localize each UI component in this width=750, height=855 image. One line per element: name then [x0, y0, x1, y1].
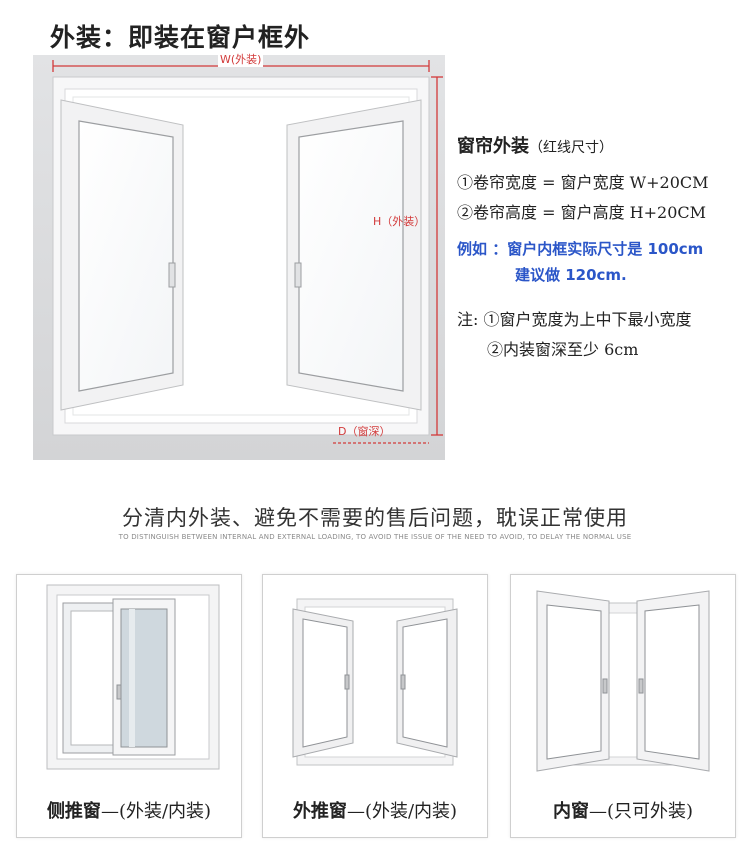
note-line-1: 注: ①窗户宽度为上中下最小宽度	[457, 310, 692, 329]
card-caption-outward: 外推窗—(外装/内装)	[263, 797, 487, 823]
caption-bold: 侧推窗	[46, 801, 101, 822]
card-sliding-window: 侧推窗—(外装/内装)	[16, 574, 242, 838]
caption-rest: —(外装/内装)	[346, 801, 458, 822]
depth-label: D（窗深）	[338, 425, 391, 438]
example-line-2: 建议做 120cm.	[515, 266, 627, 284]
example-line-1: 例如 ：窗户内框实际尺寸是 100cm	[457, 240, 704, 258]
subline: TO DISTINGUISH BETWEEN INTERNAL AND EXTE…	[118, 533, 632, 541]
height-label: H（外装）	[373, 215, 426, 228]
height-rule: ②卷帘高度 = 窗户高度 H+20CM	[457, 203, 707, 222]
page-title: 外装：即装在窗户框外	[50, 23, 311, 52]
sliding-window-icon	[46, 584, 220, 770]
card-caption-sliding: 侧推窗—(外装/内装)	[17, 797, 241, 823]
caption-rest: —(只可外装)	[588, 801, 694, 822]
card-caption-inward: 内窗—(只可外装)	[511, 797, 735, 823]
card-inward-window: 内窗—(只可外装)	[510, 574, 736, 838]
caption-bold: 外推窗	[292, 801, 347, 822]
outward-window-icon	[292, 598, 458, 766]
install-title-text: 窗帘外装	[457, 136, 529, 157]
caption-rest: —(外装/内装)	[100, 801, 212, 822]
card-outward-window: 外推窗—(外装/内装)	[262, 574, 488, 838]
headline: 分清内外装、避免不需要的售后问题，耽误正常使用	[122, 506, 628, 530]
install-title: 窗帘外装（红线尺寸）	[457, 132, 613, 158]
caption-bold: 内窗	[552, 801, 589, 822]
window-diagram: W(外装) H（外装） D（窗深）	[33, 51, 445, 460]
note-line-2: ②内装窗深至少 6cm	[487, 340, 639, 359]
width-label: W(外装)	[218, 51, 264, 67]
install-title-sub: （红线尺寸）	[529, 140, 613, 156]
window-illustration	[33, 55, 445, 460]
width-rule: ①卷帘宽度 = 窗户宽度 W+20CM	[457, 173, 709, 192]
inward-window-icon	[536, 590, 710, 772]
